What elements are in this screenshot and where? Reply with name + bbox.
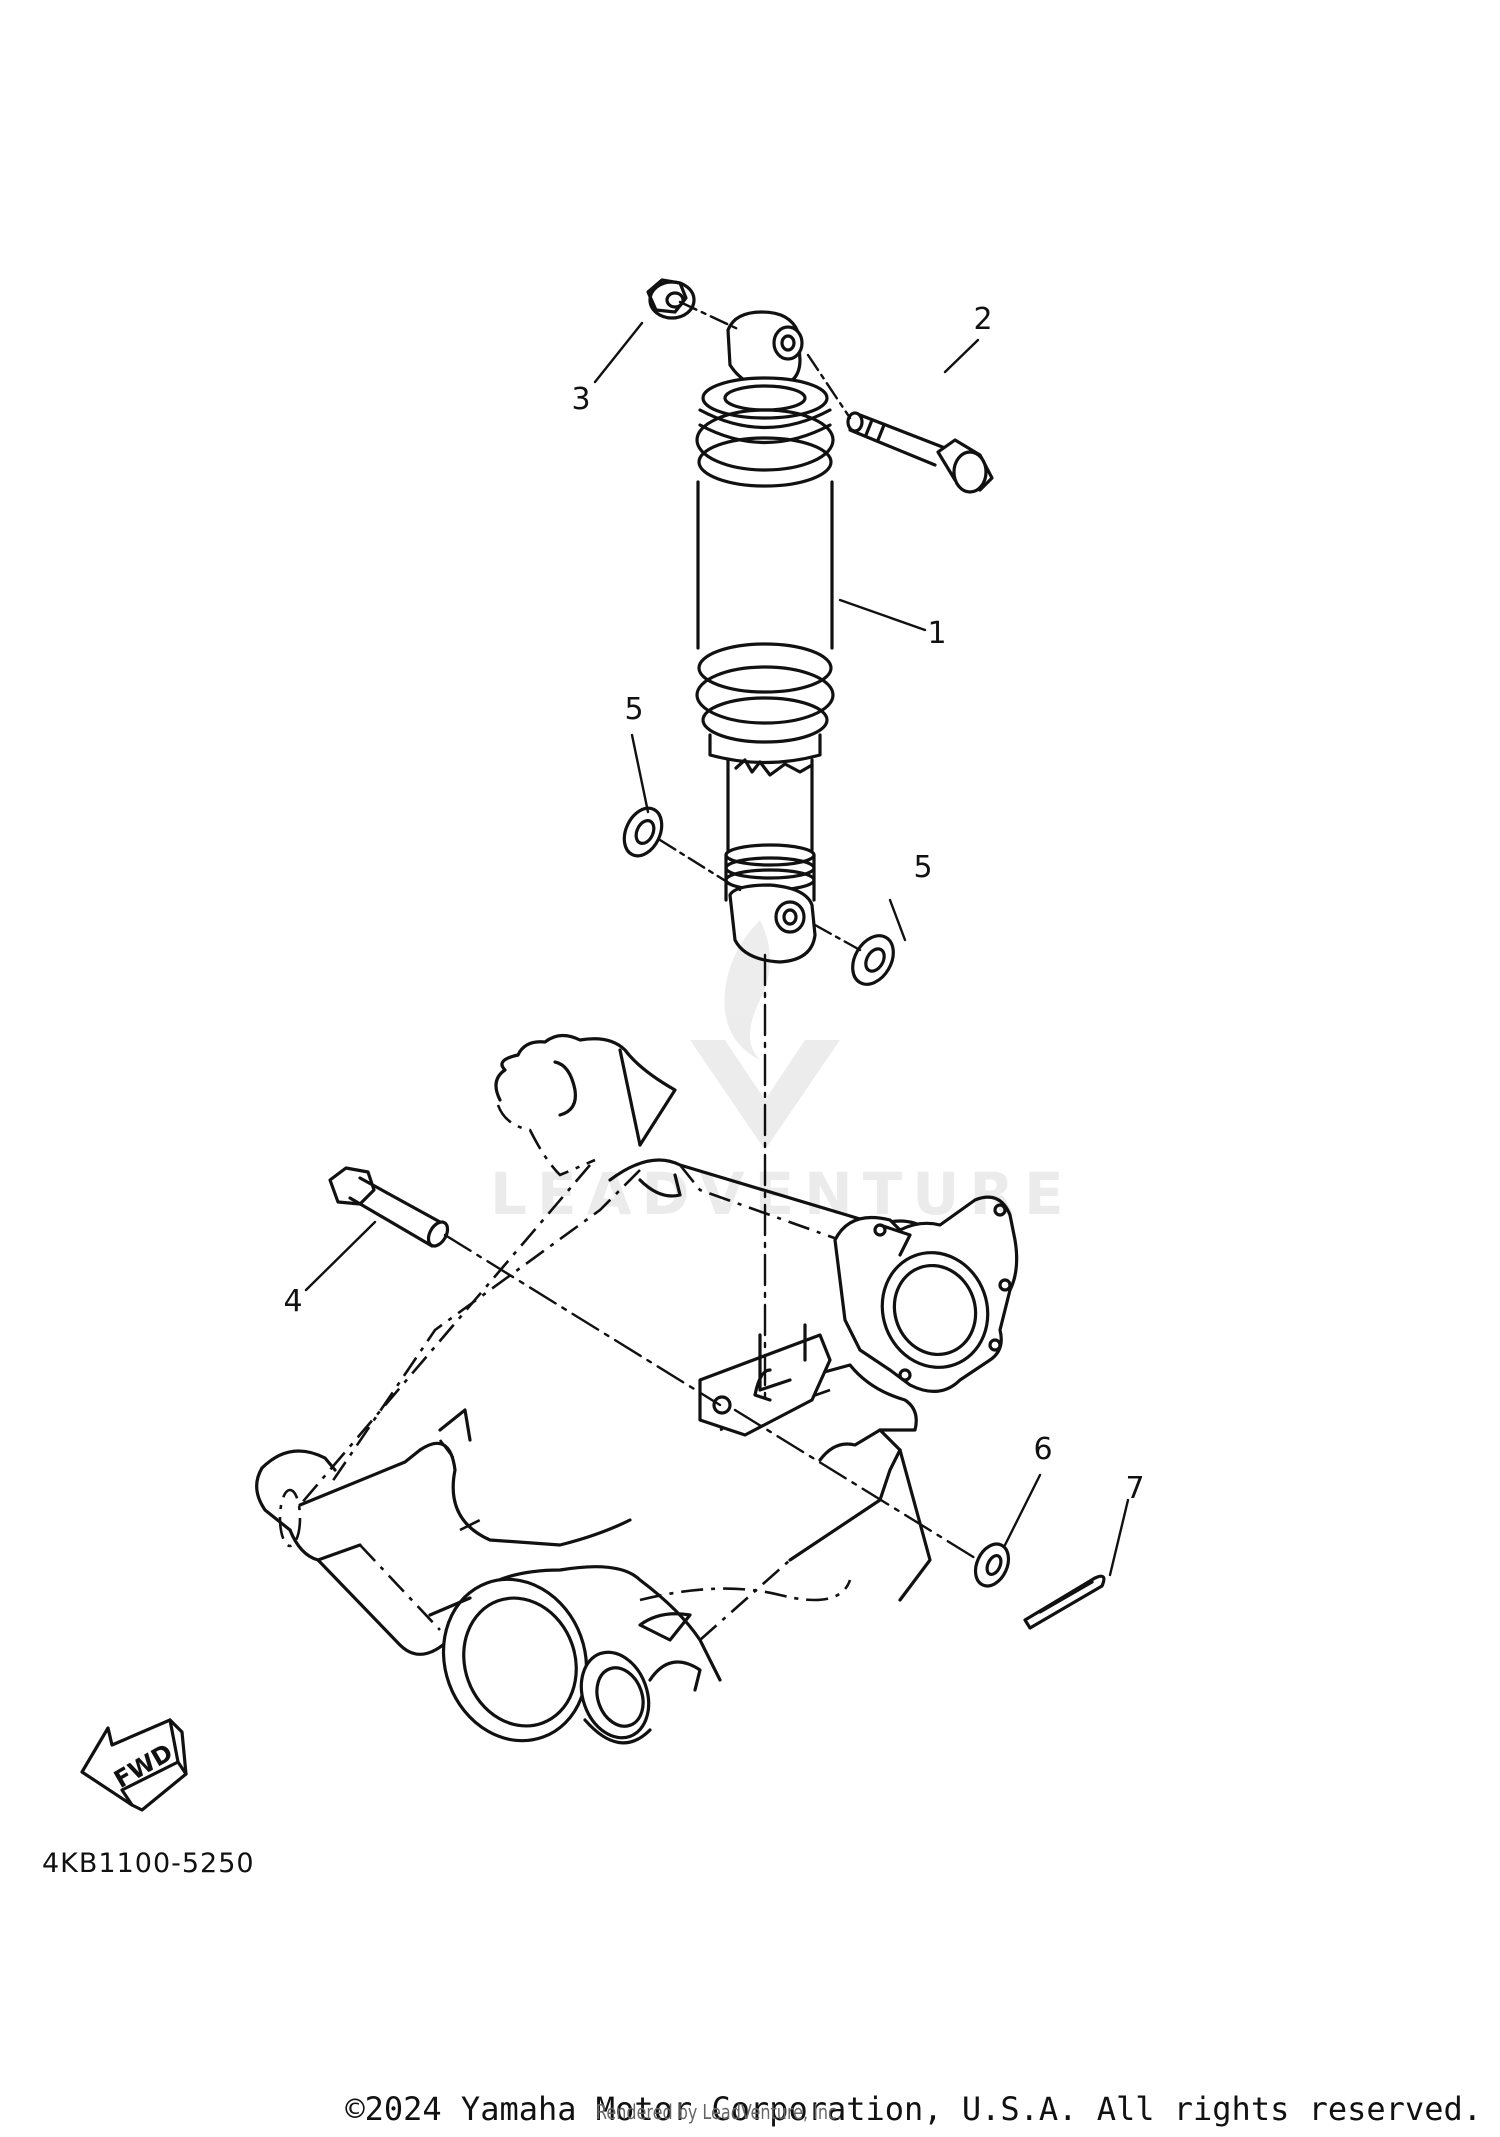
callout-4[interactable]: 4 bbox=[283, 1284, 303, 1319]
nut[interactable] bbox=[646, 278, 696, 320]
part-code: 4KB1100-5250 bbox=[42, 1848, 255, 1879]
callout-5b[interactable]: 5 bbox=[913, 850, 933, 885]
washer-6[interactable] bbox=[969, 1539, 1015, 1592]
callout-6[interactable]: 6 bbox=[1033, 1432, 1053, 1467]
callout-5a[interactable]: 5 bbox=[624, 692, 644, 727]
callout-7[interactable]: 7 bbox=[1125, 1471, 1145, 1506]
watermark-logo-icon bbox=[690, 920, 840, 1150]
bolt[interactable] bbox=[846, 411, 994, 494]
leader-lines bbox=[304, 300, 1130, 1577]
callout-2[interactable]: 2 bbox=[973, 302, 993, 337]
pivot-bolt[interactable] bbox=[328, 1166, 451, 1249]
callout-3[interactable]: 3 bbox=[571, 382, 591, 417]
callout-1[interactable]: 1 bbox=[927, 616, 947, 651]
fwd-arrow-icon bbox=[80, 1718, 188, 1812]
copyright-notice: ©2024 Yamaha Motor Corporation, U.S.A. A… bbox=[345, 2090, 1482, 2128]
rendered-by-notice: Rendered by LeadVenture, Inc. bbox=[596, 2100, 842, 2124]
shock-absorber[interactable] bbox=[695, 310, 835, 964]
watermark-brand: LEADVENTURE bbox=[490, 1160, 1074, 1228]
cotter-pin[interactable] bbox=[1023, 1574, 1106, 1630]
washer-lower[interactable] bbox=[844, 928, 901, 991]
washer-upper[interactable] bbox=[617, 802, 669, 862]
swingarm[interactable] bbox=[255, 1033, 1019, 1761]
